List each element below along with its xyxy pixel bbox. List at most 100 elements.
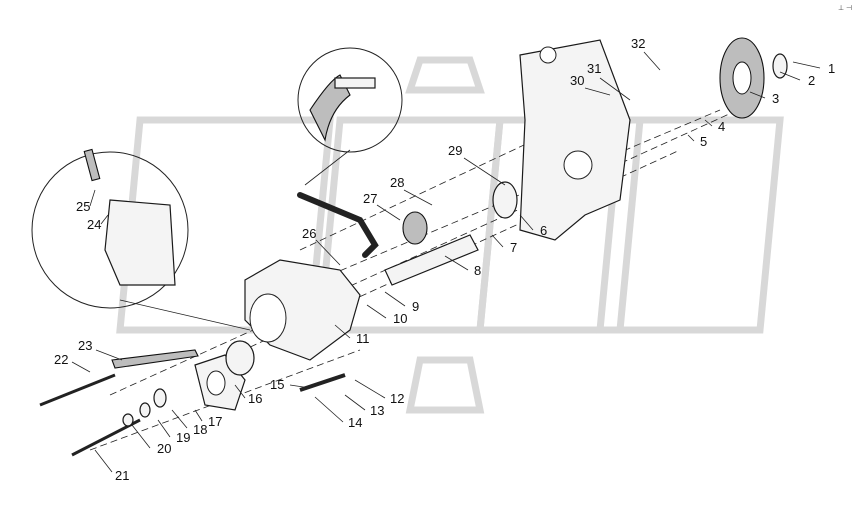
callout-leader (491, 234, 504, 248)
callout-leader (779, 71, 801, 81)
callout-number: 27 (363, 191, 377, 206)
long-bolts (39, 373, 346, 457)
callout-number: 25 (76, 199, 90, 214)
callout-18: 18 (171, 409, 207, 437)
callout-22: 22 (54, 352, 91, 373)
callout-10: 10 (366, 304, 407, 326)
callout-5: 5 (687, 134, 707, 149)
callout-leader (792, 61, 821, 69)
callout-leader (171, 409, 188, 429)
callout-number: 7 (510, 240, 517, 255)
callout-1: 1 (792, 61, 835, 76)
callout-number: 24 (87, 217, 101, 232)
callout-leader (71, 361, 91, 373)
rear-housing (519, 39, 631, 241)
callout-leader (314, 396, 344, 423)
callout-number: 17 (208, 414, 222, 429)
washers (122, 53, 788, 427)
detail-bubble-left (31, 148, 251, 331)
callout-leader (519, 214, 534, 231)
callout-15: 15 (270, 377, 311, 392)
callout-leader (599, 77, 631, 101)
callout-leader (643, 51, 661, 71)
callout-number: 21 (115, 468, 129, 483)
callout-number: 20 (157, 441, 171, 456)
callout-19: 19 (157, 419, 190, 445)
callout-number: 2 (808, 73, 815, 88)
callout-leader (704, 119, 713, 127)
callout-number: 29 (448, 143, 462, 158)
callout-30: 30 (570, 73, 611, 96)
corner-mark: ⊥ ⊣ (838, 5, 852, 12)
callout-number: 12 (390, 391, 404, 406)
callout-number: 23 (78, 338, 92, 353)
rod (111, 349, 199, 369)
callout-31: 31 (587, 61, 631, 101)
callout-number: 3 (772, 91, 779, 106)
callout-leader (749, 91, 766, 99)
callout-4: 4 (704, 119, 725, 134)
callout-leader (344, 394, 366, 411)
callout-29: 29 (448, 143, 506, 186)
callout-leader (354, 379, 386, 399)
callout-leader (584, 87, 611, 96)
callout-leader (194, 409, 203, 422)
callout-25: 25 (76, 189, 96, 214)
callout-number: 10 (393, 311, 407, 326)
callout-17: 17 (194, 409, 222, 429)
callout-leader (687, 134, 695, 142)
callout-leader (366, 304, 387, 319)
assembly-axes (89, 99, 761, 451)
callout-leader (131, 424, 151, 449)
callout-27: 27 (363, 191, 401, 221)
callout-number: 30 (570, 73, 584, 88)
callout-number: 32 (631, 36, 645, 51)
callout-leader (234, 384, 246, 399)
callout-leader (376, 204, 401, 221)
callout-number: 9 (412, 299, 419, 314)
callout-leader (289, 384, 311, 389)
callout-leader (94, 449, 113, 473)
callout-21: 21 (94, 449, 129, 483)
callout-leader (463, 157, 506, 186)
callout-leader (157, 419, 171, 438)
callout-12: 12 (354, 379, 404, 406)
callout-leader (95, 349, 123, 361)
callout-11: 11 (334, 324, 370, 346)
callout-leader (89, 189, 96, 207)
callout-14: 14 (314, 396, 362, 430)
callout-28: 28 (390, 175, 433, 206)
callout-6: 6 (519, 214, 547, 238)
front-housing (244, 259, 361, 361)
callout-7: 7 (491, 234, 517, 255)
callout-number: 5 (700, 134, 707, 149)
callout-leader (334, 324, 351, 339)
callout-number: 19 (176, 430, 190, 445)
callout-leader (315, 239, 341, 266)
callout-number: 15 (270, 377, 284, 392)
callout-23: 23 (78, 338, 123, 361)
drive-gear (719, 37, 765, 119)
callout-number: 6 (540, 223, 547, 238)
callout-13: 13 (344, 394, 384, 418)
callout-number: 4 (718, 119, 725, 134)
callout-number: 1 (828, 61, 835, 76)
callout-2: 2 (779, 71, 815, 88)
callout-number: 31 (587, 61, 601, 76)
callout-number: 22 (54, 352, 68, 367)
callout-number: 13 (370, 403, 384, 418)
callout-leader (403, 189, 433, 206)
callout-number: 14 (348, 415, 362, 430)
callout-leader (384, 291, 406, 307)
detail-bubble-top (297, 47, 403, 186)
callout-layer: 1234567891011121314151617181920212223242… (54, 36, 835, 483)
callout-leader (100, 214, 109, 225)
callout-number: 18 (193, 422, 207, 437)
callout-number: 28 (390, 175, 404, 190)
callout-3: 3 (749, 91, 779, 106)
callout-20: 20 (131, 424, 171, 456)
callout-16: 16 (234, 384, 262, 406)
callout-32: 32 (631, 36, 661, 71)
callout-8: 8 (444, 255, 481, 278)
